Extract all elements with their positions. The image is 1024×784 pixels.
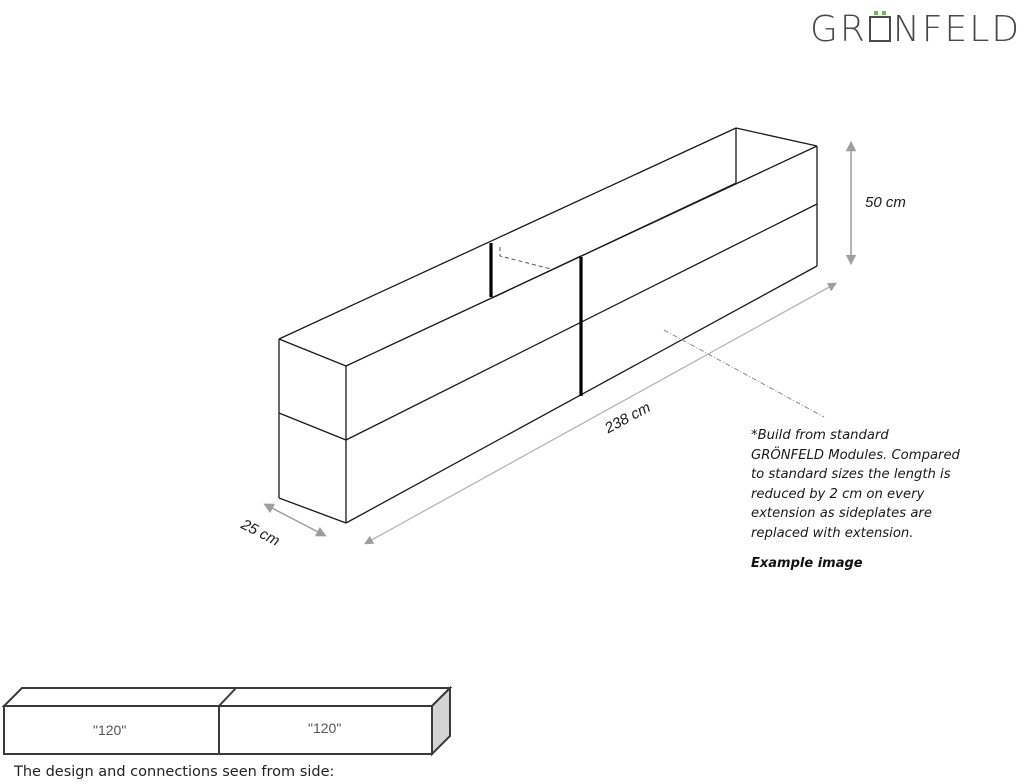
note-line: reduced by 2 cm on every [751, 486, 925, 502]
side-module-label: "120" [308, 720, 342, 736]
note-line: replaced with extension. [751, 525, 914, 541]
build-note: *Build from standard GRÖNFELD Modules. C… [751, 426, 981, 543]
note-line: extension as sideplates are [751, 506, 932, 521]
side-view-caption: The design and connections seen from sid… [14, 764, 335, 780]
note-leader [663, 329, 825, 418]
example-image-label: Example image [751, 556, 863, 571]
logo-prefix: GR [810, 9, 867, 50]
note-line: *Build from standard [751, 428, 889, 443]
length-arrow [364, 282, 837, 545]
logo-o-umlaut-icon [868, 11, 891, 42]
note-line: GRÖNFELD Modules. Compared [751, 447, 960, 463]
logo-suffix: NFELD [892, 9, 1022, 50]
isometric-planter [278, 127, 818, 524]
side-module-label: "120" [93, 722, 127, 738]
hidden-edge [499, 247, 552, 270]
note-line: to standard sizes the length is [751, 467, 951, 482]
brand-logo: GR NFELD [810, 8, 1021, 52]
height-dimension-label: 50 cm [865, 194, 906, 211]
width-arrow [263, 503, 327, 537]
side-view [1, 685, 453, 757]
